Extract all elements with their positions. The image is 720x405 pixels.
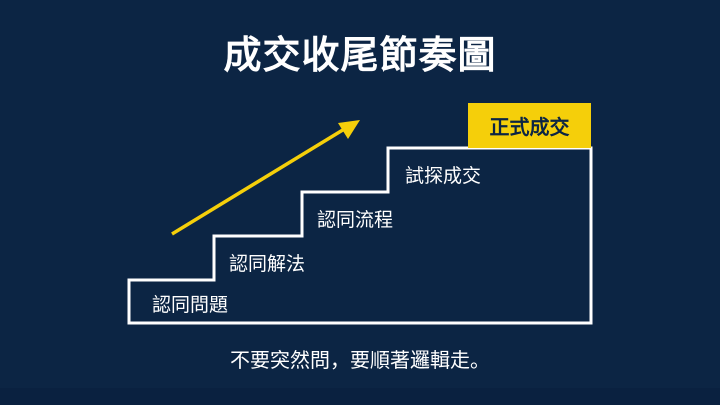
- step-3-label: 認同流程: [317, 209, 394, 231]
- subtitle: 不要突然問，要順著邏輯走。: [230, 348, 490, 372]
- staircase-outline: [127, 146, 593, 325]
- bottom-band: [0, 388, 720, 405]
- step-4-label: 試探成交: [405, 165, 482, 187]
- step-2-label: 認同解法: [229, 253, 306, 275]
- final-step-box: 正式成交: [468, 103, 591, 148]
- progress-arrow-head: [338, 120, 360, 139]
- page-title: 成交收尾節奏圖: [223, 33, 497, 77]
- progress-arrow-line: [171, 126, 347, 236]
- step-1-label: 認同問題: [152, 294, 229, 316]
- final-step-label: 正式成交: [489, 115, 570, 139]
